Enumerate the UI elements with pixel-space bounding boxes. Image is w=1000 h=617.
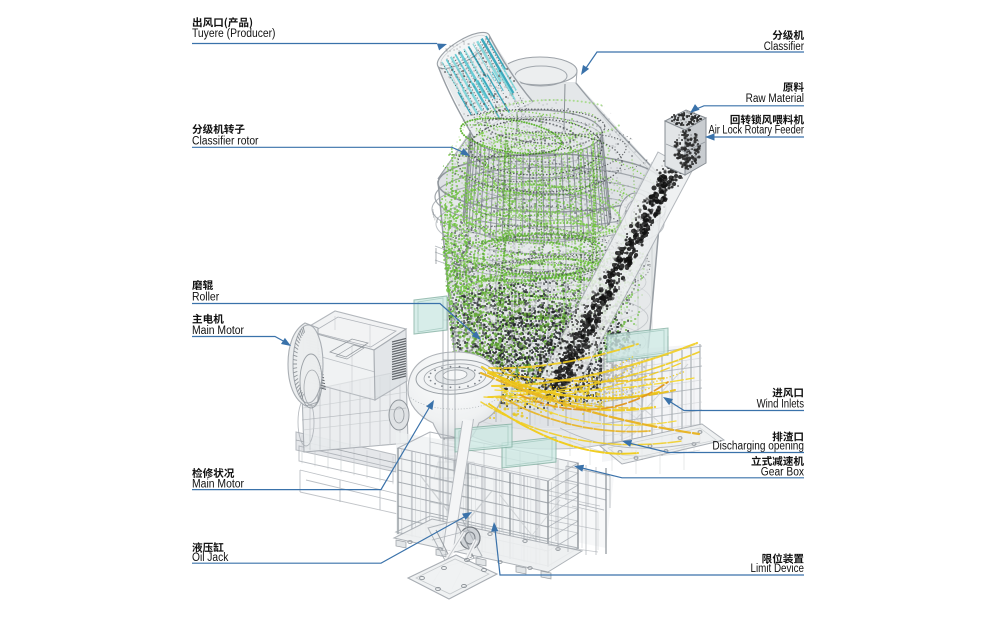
svg-text:Raw Material: Raw Material xyxy=(746,93,804,105)
svg-text:Limit Device: Limit Device xyxy=(751,563,805,575)
svg-text:Main Motor: Main Motor xyxy=(192,479,244,491)
svg-text:Classifier rotor: Classifier rotor xyxy=(192,135,259,147)
svg-text:Roller: Roller xyxy=(192,292,219,304)
svg-text:Air Lock Rotary Feeder: Air Lock Rotary Feeder xyxy=(709,124,805,136)
svg-text:Classifier: Classifier xyxy=(764,41,804,53)
svg-text:Gear Box: Gear Box xyxy=(761,467,804,479)
svg-text:Tuyere (Producer): Tuyere (Producer) xyxy=(192,28,276,40)
svg-text:Wind Inlets: Wind Inlets xyxy=(757,398,805,410)
svg-text:Oil Jack: Oil Jack xyxy=(192,552,229,564)
svg-text:Main Motor: Main Motor xyxy=(192,325,244,337)
svg-text:Discharging opening: Discharging opening xyxy=(712,440,804,452)
